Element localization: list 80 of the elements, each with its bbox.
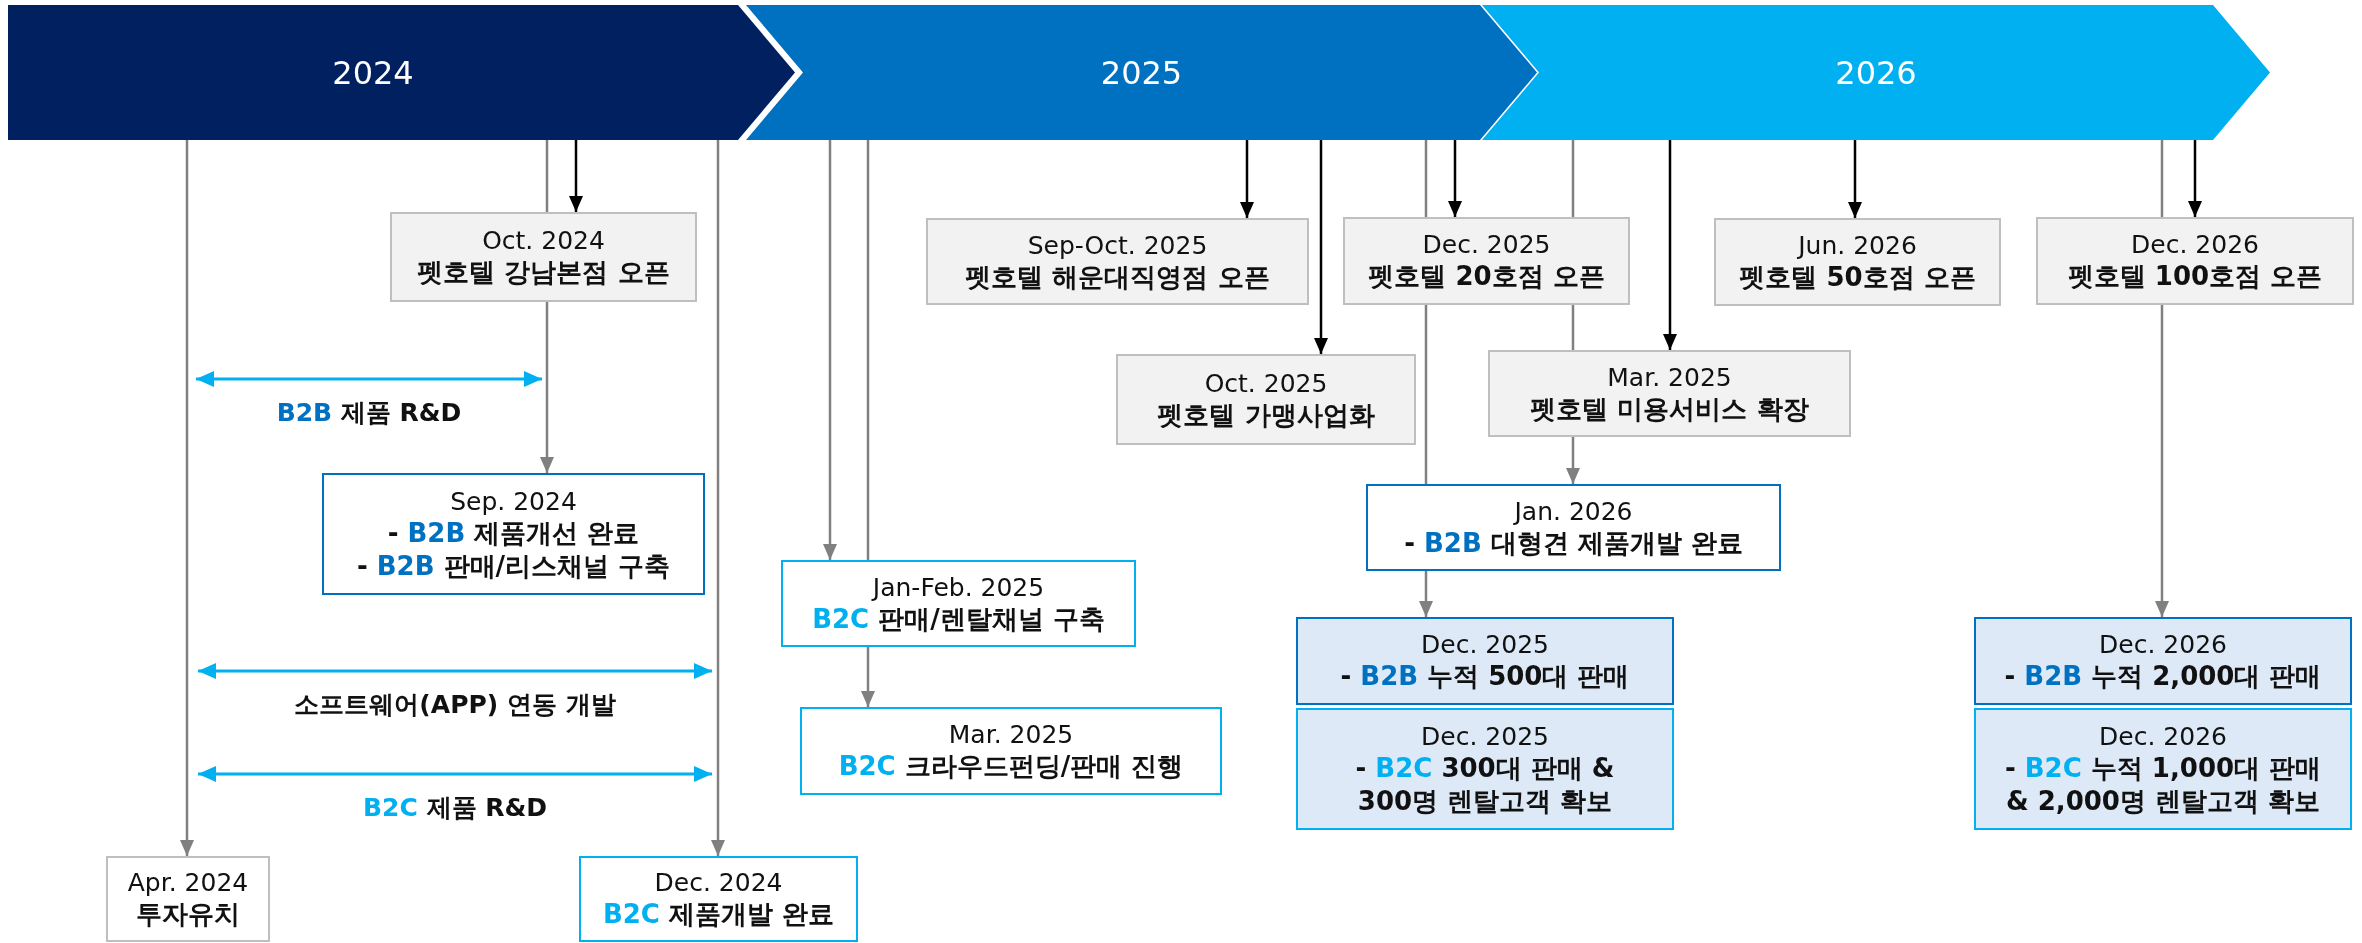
event-text: 펫호텔 20호점 오픈 — [1368, 260, 1605, 293]
date-text: Dec. 2025 — [1421, 629, 1549, 661]
arrow — [540, 302, 554, 473]
event-box — [390, 212, 697, 302]
date-text: Mar. 2025 — [1607, 361, 1732, 393]
arrow — [180, 140, 194, 856]
event-box — [1974, 708, 2352, 830]
event-box — [800, 707, 1222, 795]
year-label: 2024 — [332, 53, 414, 92]
event-box — [1116, 354, 1416, 445]
event-text: - B2C 누적 1,000대 판매 & 2,000명 렌탈고객 확보 — [2003, 752, 2323, 818]
date-text: Oct. 2024 — [482, 225, 605, 257]
event-text: 펫호텔 가맹사업화 — [1157, 398, 1375, 432]
date-text: Dec. 2025 — [1421, 720, 1549, 753]
connector-line — [866, 140, 870, 560]
span-label: 소프트웨어(APP) 연동 개발 — [294, 689, 616, 721]
event-text: - B2B 대형견 제품개발 완료 — [1404, 526, 1743, 560]
event-box — [1974, 617, 2352, 705]
arrow — [861, 647, 875, 707]
event-box — [781, 560, 1136, 647]
event-box — [579, 856, 858, 942]
connector-line — [1424, 140, 1428, 217]
date-text: Sep. 2024 — [450, 485, 577, 518]
arrow — [1419, 571, 1433, 617]
event-text: B2C 크라우드펀딩/판매 진행 — [838, 750, 1184, 783]
date-text: Jan-Feb. 2025 — [872, 571, 1045, 603]
arrow — [569, 140, 583, 212]
event-box — [1714, 218, 2001, 306]
arrow — [1240, 140, 1254, 218]
span-label: B2C 제품 R&D — [363, 792, 547, 824]
arrow — [1314, 140, 1328, 354]
event-box — [1296, 617, 1674, 705]
event-text: - B2B 누적 2,000대 판매 — [2004, 660, 2322, 693]
event-box — [1343, 217, 1630, 305]
date-text: Sep-Oct. 2025 — [1027, 229, 1208, 261]
date-text: Dec. 2026 — [2099, 629, 2227, 661]
date-text: Dec. 2026 — [2099, 720, 2227, 753]
span-label: B2B 제품 R&D — [276, 397, 462, 429]
event-text: 펫호텔 강남본점 오픈 — [417, 256, 670, 289]
arrow — [1663, 140, 1677, 350]
arrow — [1566, 437, 1580, 484]
year-label: 2025 — [1100, 53, 1183, 92]
date-text: Dec. 2026 — [2131, 229, 2259, 261]
arrow — [2188, 140, 2202, 217]
event-text: - B2B 제품개선 완료 — [387, 517, 640, 550]
connector-line — [1571, 305, 1575, 350]
event-text: 펫호텔 미용서비스 확장 — [1530, 392, 1809, 426]
connector-line — [545, 140, 549, 212]
event-box — [106, 856, 270, 942]
arrow — [1848, 140, 1862, 218]
event-text: - B2B 누적 500대 판매 — [1340, 660, 1630, 693]
event-text: 펫호텔 50호점 오픈 — [1739, 261, 1976, 294]
event-text: - B2B 판매/리스채널 구축 — [356, 549, 671, 583]
event-box — [322, 473, 705, 595]
arrow — [823, 140, 837, 560]
date-text: Jun. 2026 — [1798, 230, 1917, 262]
event-text: B2C 제품개발 완료 — [602, 898, 835, 931]
connector-line — [2160, 140, 2164, 217]
event-text: 투자유치 — [136, 898, 240, 931]
date-text: Dec. 2024 — [654, 867, 783, 899]
event-text: 펫호텔 해운대직영점 오픈 — [965, 260, 1270, 294]
date-text: Mar. 2025 — [948, 719, 1074, 751]
event-box — [926, 218, 1309, 305]
arrow — [2155, 305, 2169, 617]
arrow — [711, 140, 725, 856]
arrow — [1448, 140, 1462, 217]
connector-line — [1571, 140, 1575, 217]
date-text: Apr. 2024 — [127, 867, 249, 899]
event-box — [1488, 350, 1851, 437]
event-text: - B2C 300대 판매 & 300명 렌탈고객 확보 — [1354, 752, 1616, 818]
event-text: 펫호텔 100호점 오픈 — [2067, 260, 2323, 293]
event-text: B2C 판매/렌탈채널 구축 — [812, 602, 1105, 636]
date-text: Dec. 2025 — [1422, 229, 1551, 261]
connector-line — [1424, 305, 1428, 484]
event-box — [1296, 708, 1674, 830]
date-text: Oct. 2025 — [1204, 367, 1328, 399]
year-label: 2026 — [1835, 53, 1917, 92]
event-box — [2036, 217, 2354, 305]
date-text: Jan. 2026 — [1514, 495, 1633, 527]
event-box — [1366, 484, 1781, 571]
